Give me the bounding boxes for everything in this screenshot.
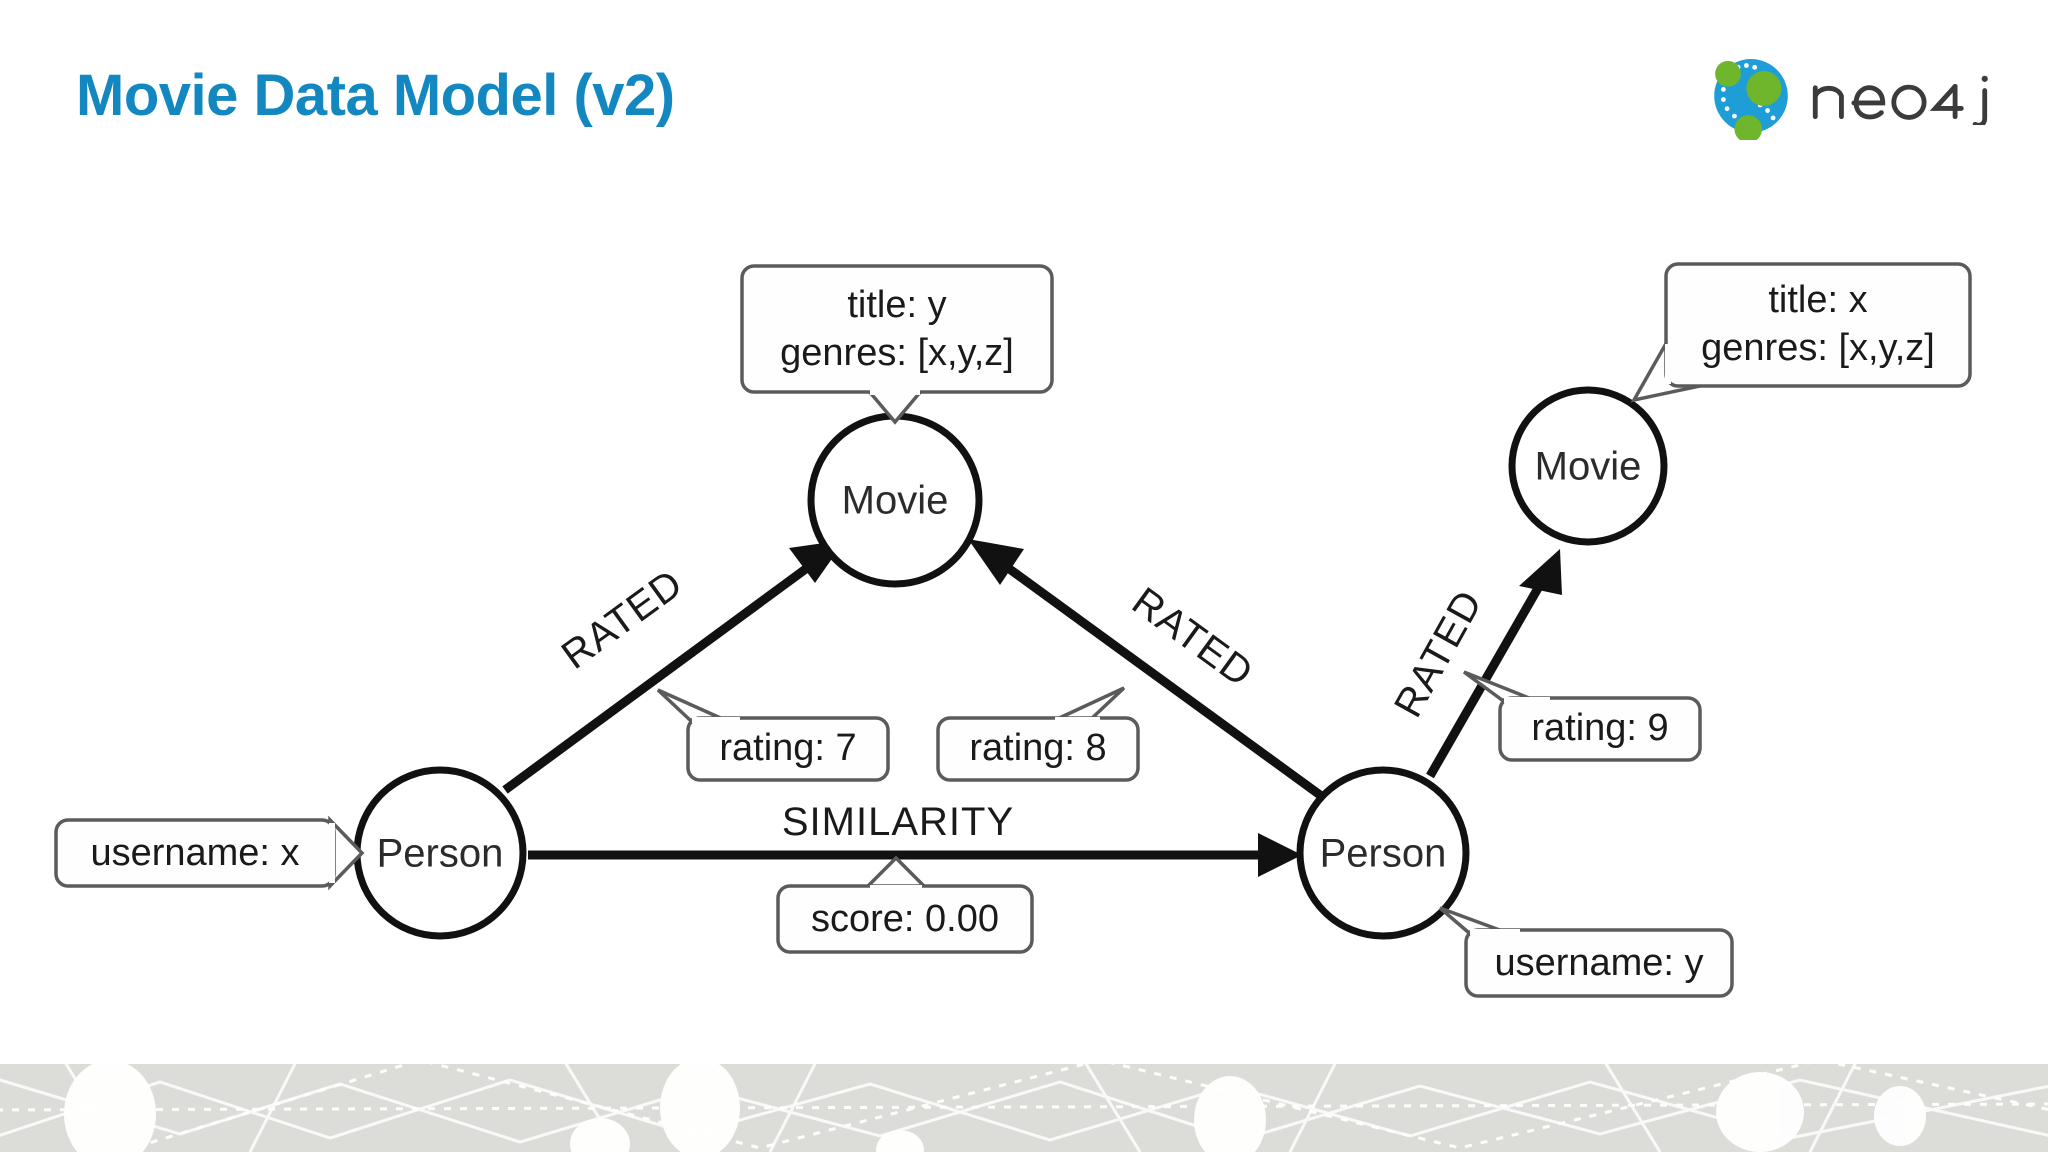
node-label-movie-left: Movie (842, 479, 949, 523)
property-line-score: score: 0.00 (811, 898, 999, 940)
node-movie-right[interactable]: Movie (1508, 386, 1668, 546)
property-bubble-rating-7: rating: 7 (656, 688, 890, 782)
property-bubble-score: score: 0.00 (776, 855, 1034, 954)
node-label-person-left: Person (377, 832, 504, 876)
relationship-similarity: SIMILARITY (528, 800, 1302, 877)
property-bubble-movie-right: title: x genres: [x,y,z] (1630, 262, 1972, 403)
node-person-right[interactable]: Person (1296, 766, 1470, 940)
property-line-username-y: username: y (1494, 942, 1703, 984)
node-label-person-right: Person (1320, 832, 1447, 876)
relationship-label-rated-2: RATED (1124, 579, 1261, 695)
node-person-left[interactable]: Person (353, 766, 527, 940)
property-bubble-movie-left: title: y genres: [x,y,z] (740, 264, 1054, 425)
property-bubble-person-left: username: x (54, 815, 365, 891)
property-line-genres-right: genres: [x,y,z] (1701, 327, 1935, 369)
property-line-rating-8: rating: 8 (969, 727, 1106, 769)
property-line-rating-7: rating: 7 (719, 727, 856, 769)
footer-decoration-band (0, 1064, 2048, 1152)
relationship-label-rated-1: RATED (554, 561, 691, 677)
node-label-movie-right: Movie (1535, 445, 1642, 489)
property-bubble-person-right: username: y (1438, 906, 1734, 998)
property-line-username-x: username: x (90, 832, 299, 874)
property-line-title-x: title: x (1768, 279, 1867, 321)
page-title: Movie Data Model (v2) (76, 63, 675, 128)
neo4j-graph-icon (1714, 59, 1789, 140)
property-line-rating-9: rating: 9 (1531, 707, 1668, 749)
node-movie-left[interactable]: Movie (807, 412, 983, 588)
property-line-title-y: title: y (847, 284, 946, 326)
graph-network-pattern (0, 1064, 2048, 1152)
property-line-genres-left: genres: [x,y,z] (780, 332, 1014, 374)
relationship-label-similarity: SIMILARITY (782, 800, 1014, 844)
property-bubble-rating-8: rating: 8 (936, 686, 1140, 782)
property-bubble-rating-9: rating: 9 (1462, 670, 1702, 762)
neo4j-logo (1705, 48, 2014, 140)
neo4j-wordmark (1813, 75, 1989, 125)
